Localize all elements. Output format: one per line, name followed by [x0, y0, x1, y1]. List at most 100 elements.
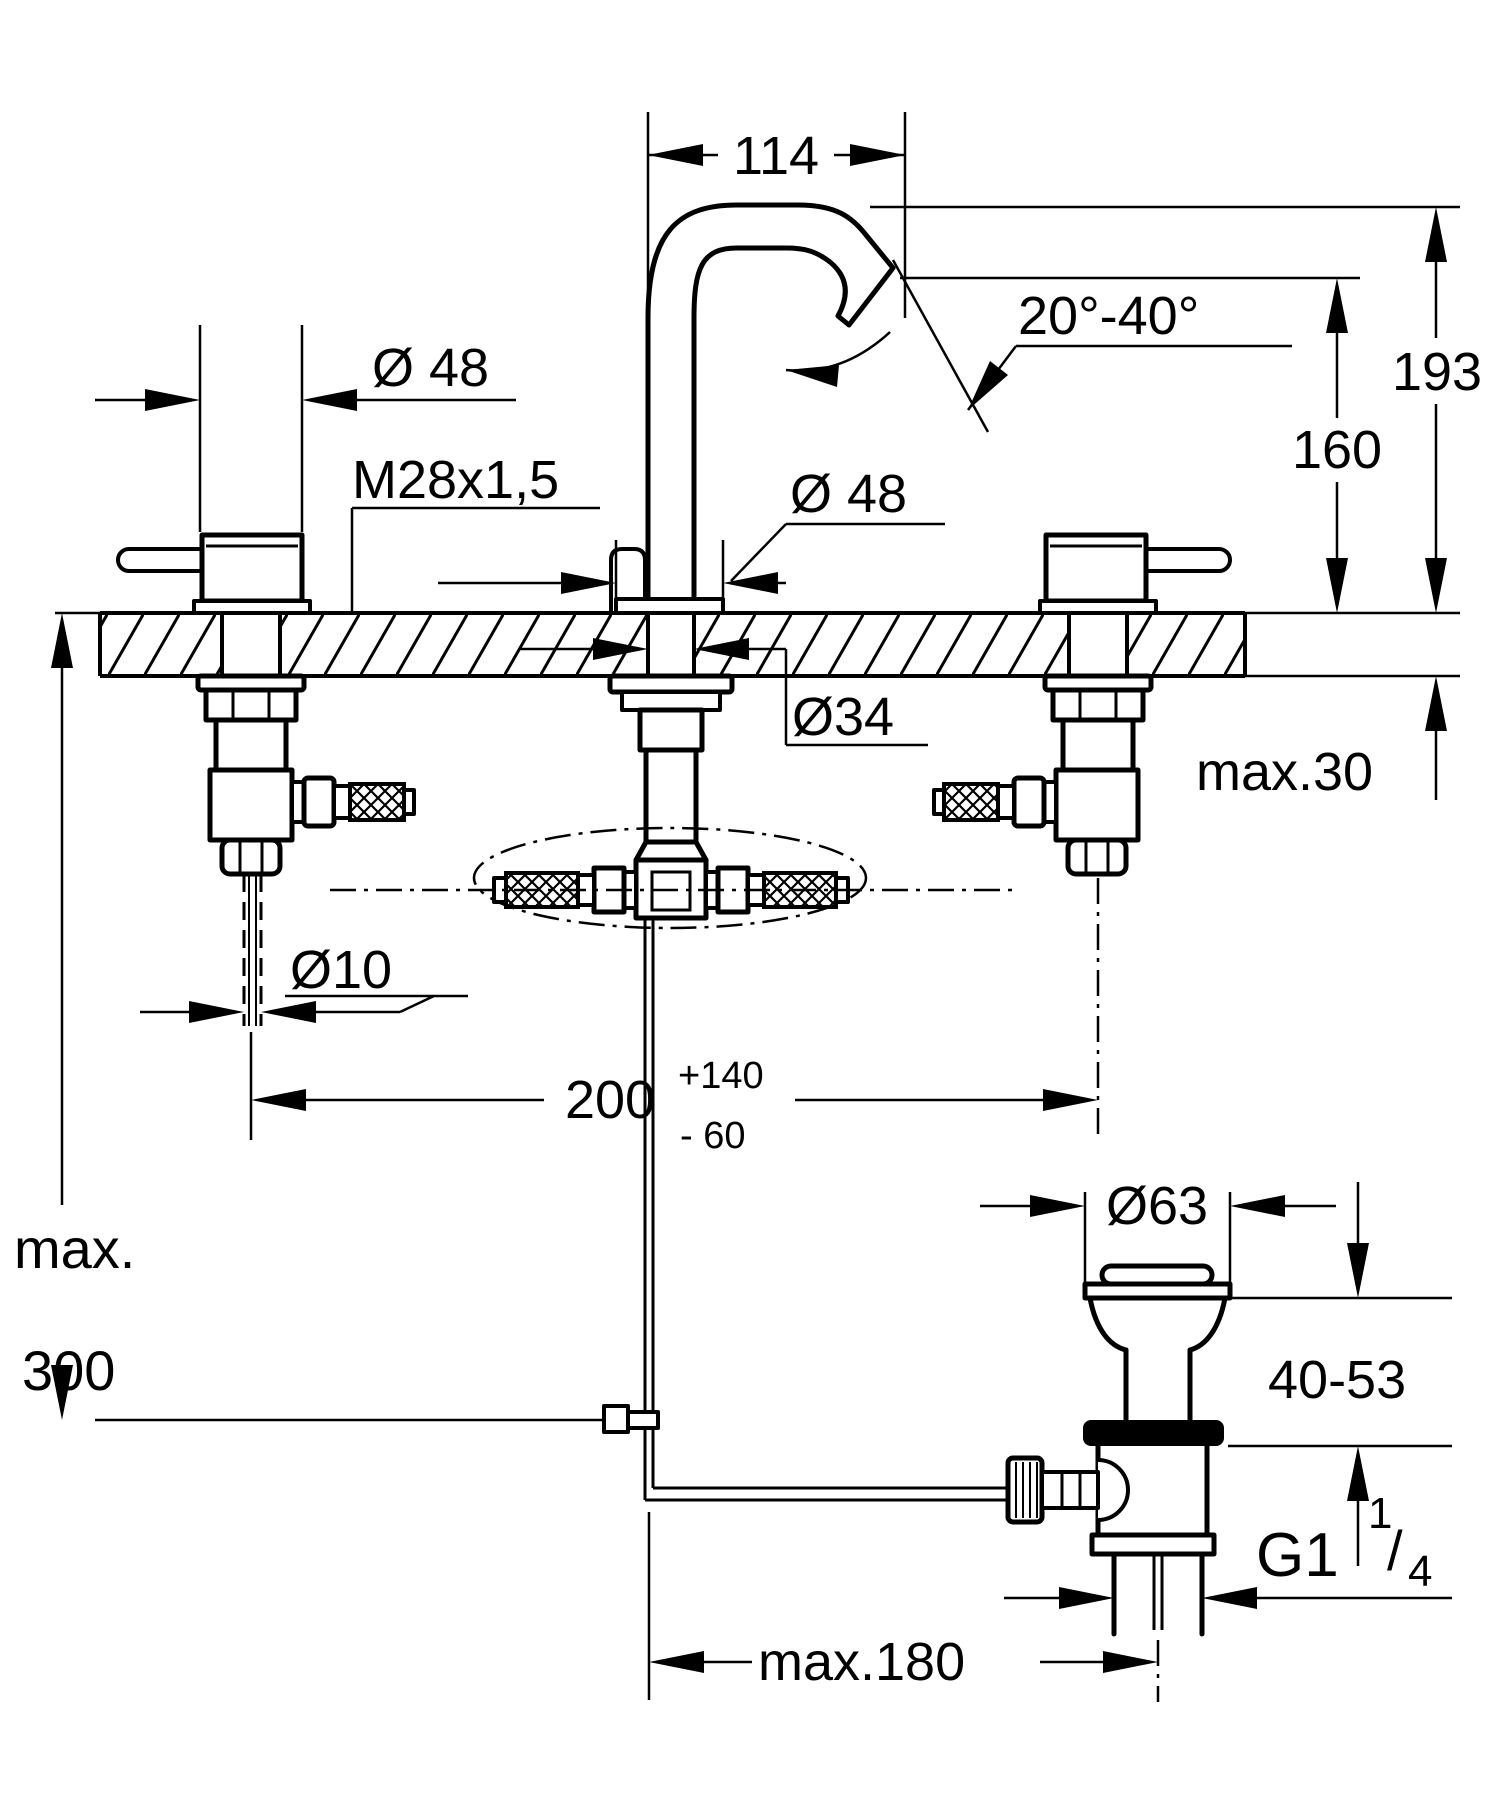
waste-taper-left [1087, 1295, 1129, 1353]
dim-o48c-extensions [614, 540, 725, 597]
dim-o48l-label: Ø 48 [372, 338, 489, 398]
right-valve-bottom-nut [1065, 837, 1129, 877]
right-handle-valve [932, 532, 1232, 1136]
dim-max30-arrow [1425, 676, 1447, 731]
right-valve-bottom-nut-facets [1084, 840, 1110, 874]
dim-200-arrow-left [251, 1089, 306, 1111]
dim-g114-arrow-right [1202, 1587, 1257, 1609]
dim-max30-label: max.30 [1196, 742, 1373, 802]
dim-200-label: 200 [565, 1070, 655, 1130]
dim-deck-thickness: max.30 [1196, 676, 1447, 802]
left-handle-valve [116, 532, 416, 1026]
dim-spout-top-height: 193 [870, 205, 1482, 613]
dim-angle-label: 20°-40° [1018, 286, 1199, 346]
dim-handle-diameter: Ø 48 [95, 325, 516, 532]
center-flange [607, 673, 735, 695]
left-inlet-pipe-dashed [242, 874, 263, 1026]
right-handle-lever [1136, 547, 1232, 573]
dim-max180-arrow-right [1103, 1651, 1158, 1673]
right-valve-port-nut [1011, 775, 1047, 829]
dim-o34-arrow-left [593, 638, 648, 660]
dim-o10-arrow-left [189, 1001, 244, 1023]
dim-max300-label-1: max. [14, 1217, 135, 1280]
dim-waste-thread: G1 1 / 4 [1004, 1489, 1452, 1609]
dim-o48c-line [438, 522, 945, 585]
countertop-deck [55, 611, 1460, 678]
dim-angle-arrowhead [968, 361, 1008, 410]
dim-o34-lines [520, 647, 928, 747]
waste-body-arc [1097, 1458, 1130, 1522]
deck-hatch-segment [1127, 613, 1245, 676]
dim-114-extension-lines [646, 112, 907, 470]
center-tube [643, 747, 699, 845]
dim-o48l-arrow-left [145, 389, 200, 411]
right-valve-hex-nut [1050, 687, 1146, 723]
coupling-block-1 [602, 1404, 630, 1434]
left-valve-body [207, 767, 295, 843]
center-underbody [330, 673, 1012, 930]
dim-193-label: 193 [1392, 342, 1482, 402]
knob-knurling [1015, 1462, 1038, 1518]
dim-160-arrow-top [1326, 278, 1348, 333]
dim-outlet-height: 160 [900, 276, 1382, 613]
pop-up-rod-hook [609, 547, 647, 611]
dim-200-arrow-right [1043, 1089, 1098, 1111]
dim-4053-arrow-bottom [1347, 1446, 1369, 1501]
dim-o48c-arrow-left [561, 572, 616, 594]
dim-4053-label: 40-53 [1268, 1350, 1406, 1410]
pop-up-waste [1005, 1263, 1233, 1702]
rod-coupling [95, 1404, 660, 1434]
right-valve-hex-facets [1078, 690, 1118, 720]
dim-max300-arrow-bottom [51, 1365, 73, 1420]
dim-spout-escutcheon: Ø 48 [438, 464, 945, 597]
dim-max180-arrow-left [649, 1651, 704, 1673]
spout-body [645, 202, 896, 604]
escutcheon-phantom-ellipse [472, 826, 868, 930]
left-handle-lever [116, 547, 212, 573]
left-valve-shank [220, 613, 282, 676]
left-valve-port-spacer [332, 784, 352, 820]
dim-o63-arrow-right [1230, 1195, 1285, 1217]
left-valve-port-nut [301, 775, 337, 829]
dim-114-label: 114 [733, 126, 819, 186]
deck-hatch-segment [694, 613, 1069, 676]
waste-threaded-pipe [1111, 1551, 1205, 1637]
center-taper [633, 839, 709, 863]
m28-label: M28x1,5 [352, 450, 559, 510]
left-handle-base [192, 599, 312, 615]
right-valve-port-spacer [996, 784, 1016, 820]
left-valve-hex-facets [231, 690, 271, 720]
dim-max180-label: max.180 [758, 1632, 965, 1692]
dim-o34-arrow-right [694, 638, 749, 660]
dim-g114-label-numerator: 1 [1368, 1489, 1392, 1538]
dim-193-arrow-top [1425, 207, 1447, 262]
left-valve-bottom-nut-facets [238, 840, 264, 874]
dim-4053-extensions [1228, 1296, 1452, 1448]
swivel-arc-arrowhead [786, 365, 839, 387]
dim-o48l-extensions [198, 325, 304, 532]
waste-knob-stem [1040, 1470, 1100, 1510]
dim-193-arrow-bottom [1425, 558, 1447, 613]
dim-g114-arrow-left [1059, 1587, 1114, 1609]
dim-g114-label-slash: / [1387, 1519, 1403, 1582]
left-valve-bottom-nut [219, 837, 283, 877]
dim-max300-arrow-top [51, 613, 73, 668]
dim-114-arrow-right [850, 144, 905, 166]
right-valve-cylinder [1060, 717, 1136, 773]
dim-o34-label: Ø34 [792, 687, 894, 747]
right-valve-shank [1067, 613, 1129, 676]
deck-hatch-segment [100, 613, 222, 676]
waste-plug-cap [1099, 1263, 1215, 1287]
water-stream-line [891, 259, 990, 433]
dim-inlet-pipe: Ø10 [140, 940, 468, 1023]
waste-flange [1082, 1281, 1233, 1301]
left-supply-hose-braid [348, 782, 406, 822]
dim-waste-flange: Ø63 [980, 1176, 1336, 1290]
dim-160-arrow-bottom [1326, 558, 1348, 613]
waste-taper-right [1187, 1295, 1228, 1353]
center-step [620, 690, 722, 712]
left-valve-hex-nut [203, 687, 299, 723]
deck-outline [98, 611, 1247, 678]
